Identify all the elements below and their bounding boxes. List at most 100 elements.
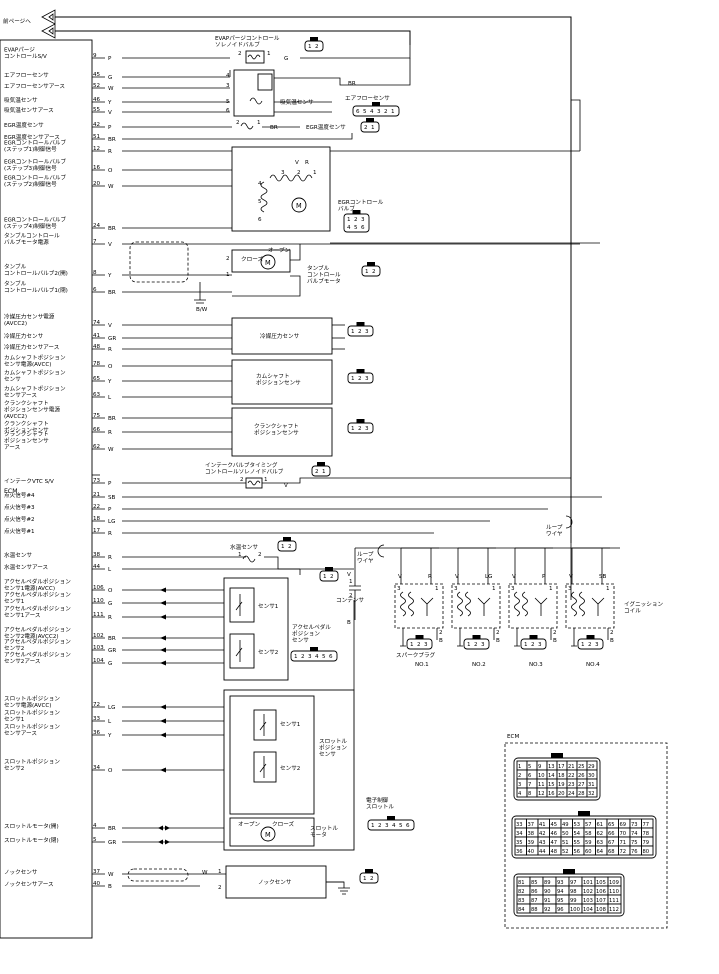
refrig-box bbox=[231, 317, 333, 355]
connector-latch-icon bbox=[356, 419, 365, 423]
connector-pin: 81 bbox=[518, 880, 525, 886]
ecm-signal-name: アクセルペダルポジションセンサ2電源(AVCC2) bbox=[4, 626, 71, 640]
ecm-pin-number: 44 bbox=[93, 564, 101, 570]
ecm-pin-number: 75 bbox=[93, 413, 101, 419]
connector-pin: 46 bbox=[551, 831, 558, 837]
connector-pin: 39 bbox=[528, 840, 535, 846]
egr-wire-color: V bbox=[295, 160, 299, 166]
ecm-pin-number: 72 bbox=[93, 702, 100, 708]
ecm-pin-number: 8 bbox=[93, 270, 97, 276]
tumble-shield-color: B/W bbox=[196, 307, 208, 313]
coil-wire-color: R bbox=[428, 574, 432, 580]
cam-box bbox=[231, 359, 333, 405]
connector-pin: 4 bbox=[518, 791, 522, 797]
connector-body bbox=[347, 422, 374, 434]
coil-frame bbox=[565, 583, 615, 629]
ecm-signal-name: EGR温度センサアース bbox=[4, 133, 60, 141]
connector-latch-icon bbox=[325, 567, 333, 571]
egr-pin: 2 bbox=[297, 170, 301, 176]
signal-arrow-icon bbox=[160, 587, 166, 593]
wire-color-label: G bbox=[108, 75, 112, 81]
connector-pin: 26 bbox=[578, 773, 585, 779]
connector-pin: 104 bbox=[583, 907, 594, 913]
connector-pin: 6 bbox=[361, 225, 365, 231]
ecm-pin-number: 33 bbox=[93, 716, 101, 722]
connector-pin: 2 bbox=[384, 109, 388, 115]
ecm-signal-name: エアフローセンサ bbox=[4, 72, 49, 79]
connector-pin: 3 bbox=[308, 654, 312, 660]
ecm-pin-number: 20 bbox=[93, 181, 101, 187]
wire-color-label: W bbox=[108, 184, 114, 190]
connector-pin: 101 bbox=[583, 880, 593, 886]
connector-pin: 105 bbox=[596, 880, 606, 886]
pin-cell bbox=[586, 787, 598, 798]
connector-pin: 50 bbox=[562, 831, 569, 837]
connector-pin: 3 bbox=[385, 823, 389, 829]
connector-body bbox=[319, 570, 339, 582]
accel-s1-box bbox=[229, 587, 255, 623]
connector-body bbox=[304, 40, 324, 52]
connector-pin: 1 bbox=[524, 642, 528, 648]
tps1-box bbox=[253, 709, 277, 741]
coil-icon bbox=[247, 54, 261, 60]
prev-page-nav[interactable]: 前ページへ bbox=[3, 9, 56, 39]
wire-color-label: BR bbox=[108, 290, 116, 296]
coil-number: NO.1 bbox=[415, 662, 429, 668]
wire-color-label: LG bbox=[108, 519, 115, 525]
connector-pin: 99 bbox=[570, 898, 577, 904]
ecm-signal-name: 冷媒圧力センサアース bbox=[4, 343, 60, 351]
ecm-pin-number: 5 bbox=[93, 837, 97, 843]
tps-s2-label: センサ2 bbox=[280, 765, 300, 772]
connector-latch-icon bbox=[310, 37, 318, 41]
coil-pin: 2 bbox=[496, 630, 500, 636]
loop-wire-label: ループワイヤ bbox=[357, 551, 374, 564]
connector-pin: 92 bbox=[544, 907, 551, 913]
connector-pin: 1 bbox=[323, 574, 327, 580]
water-temp-pin: 2 bbox=[258, 552, 262, 558]
connector-pin: 57 bbox=[585, 822, 592, 828]
connector-pin: 79 bbox=[643, 840, 650, 846]
connector-pin: 64 bbox=[597, 849, 604, 855]
connector-pin: 74 bbox=[631, 831, 638, 837]
wire-color-label: O bbox=[108, 364, 113, 370]
wire-color-label: Y bbox=[107, 379, 112, 385]
connector-pin: 73 bbox=[631, 822, 638, 828]
connector-pin: 80 bbox=[643, 849, 650, 855]
ecm-signal-name: タンブルコントロールバルブ1(閉) bbox=[4, 280, 68, 294]
connector-body bbox=[277, 540, 297, 552]
connector-pin: 109 bbox=[609, 880, 619, 886]
connector-pin: 7 bbox=[528, 782, 531, 788]
connector-latch-icon bbox=[529, 635, 538, 639]
ecm-signal-name: アクセルペダルポジションセンサ2アース bbox=[4, 651, 71, 665]
ecm-signal-name: スロットルモータ(閉) bbox=[4, 836, 59, 844]
cond-color: B bbox=[347, 620, 351, 626]
wire-color-label: LG bbox=[108, 705, 115, 711]
wire-color-label: Y bbox=[107, 100, 112, 106]
connector-latch-icon bbox=[356, 322, 365, 326]
coil-pin: 1 bbox=[492, 586, 496, 592]
ecm-signal-name: アクセルペダルポジションセンサ1電源(AVCC) bbox=[4, 578, 71, 592]
connector-pin: 91 bbox=[544, 898, 551, 904]
ecm-pin-number: 66 bbox=[93, 427, 101, 433]
throttle-motor-label: M bbox=[265, 831, 271, 839]
ecm-signal-name: タンブルコントロールバルブ2(開) bbox=[4, 263, 68, 277]
shield-wire bbox=[129, 241, 189, 283]
